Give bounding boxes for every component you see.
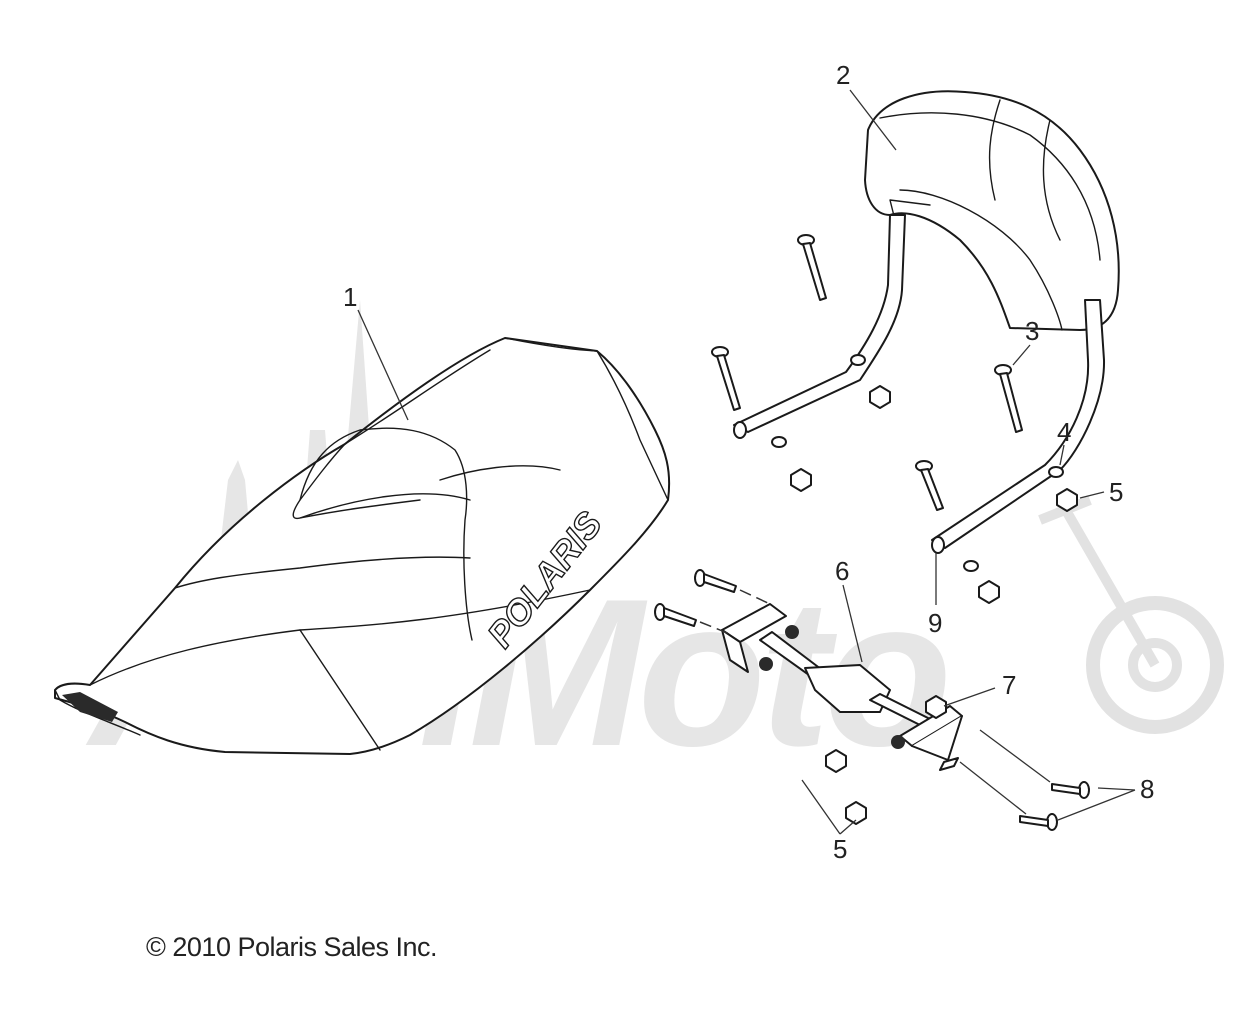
- nut-icon: [790, 468, 812, 492]
- washer-icon: [963, 560, 979, 572]
- callout-3: 3: [1025, 316, 1039, 346]
- screw-icon: [1019, 813, 1058, 831]
- washer-icon: [1048, 466, 1064, 478]
- bolt-icon: [994, 364, 1023, 433]
- nut-icon: [1056, 488, 1078, 512]
- backrest-frame: [733, 214, 1106, 554]
- bolt-icon: [797, 234, 827, 301]
- callout-5-top: 5: [1109, 477, 1123, 507]
- callout-2: 2: [836, 60, 850, 90]
- callout-9: 9: [928, 608, 942, 638]
- copyright-text: © 2010 Polaris Sales Inc.: [146, 932, 438, 962]
- screws-group: [654, 569, 1090, 831]
- screw-icon: [654, 603, 697, 627]
- washer-icon: [850, 354, 866, 366]
- callout-1: 1: [343, 282, 357, 312]
- nut-icon: [978, 580, 1000, 604]
- callout-4: 4: [1057, 417, 1071, 447]
- screw-icon: [694, 569, 737, 593]
- callout-8: 8: [1140, 774, 1154, 804]
- nut-icon: [925, 695, 947, 719]
- nut-icon: [825, 749, 847, 773]
- callout-7: 7: [1002, 670, 1016, 700]
- nut-icon: [845, 801, 867, 825]
- bolt-icon: [915, 460, 944, 511]
- watermark-motorcycle-icon: [1038, 495, 1224, 734]
- callout-6: 6: [835, 556, 849, 586]
- screw-icon: [1051, 781, 1090, 799]
- nut-icon: [869, 385, 891, 409]
- bolts-group: [711, 234, 1023, 511]
- leader-lines: [357, 89, 1136, 835]
- washer-icon: [771, 436, 787, 448]
- callouts: 1 2 3 4 5 6 7 8 9 5: [343, 60, 1154, 864]
- backrest-part: [864, 90, 1120, 331]
- bracket-part: [721, 603, 963, 825]
- nuts-washers-group: [771, 354, 1078, 604]
- bolt-icon: [711, 346, 741, 411]
- callout-5-bottom: 5: [833, 834, 847, 864]
